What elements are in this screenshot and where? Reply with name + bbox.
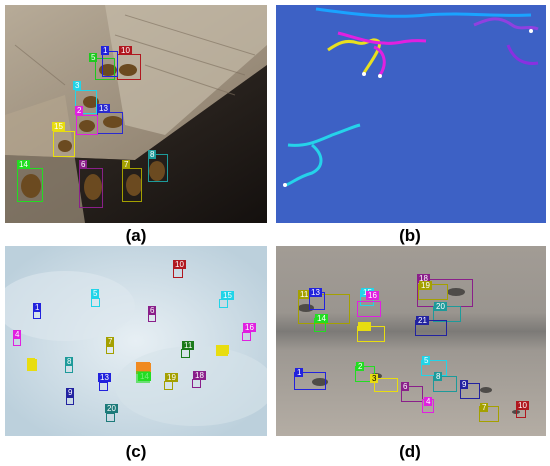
bbox-d-22 [357,326,385,342]
label-d-21: 21 [416,316,429,325]
bbox-d-9 [460,383,480,399]
bbox-label-6: 6 [79,160,88,169]
bbox-c-5 [91,298,100,307]
bbox-c-18 [192,379,201,388]
bbox-d-7 [479,406,499,422]
bbox-c-20 [106,413,115,422]
panel-a-background [5,5,267,223]
label-d-20: 20 [434,302,447,311]
bbox-c-1 [33,311,41,319]
label-d-6: 6 [401,382,410,391]
bbox-5 [95,58,115,80]
panel-d-background [276,246,546,436]
bbox-label-8: 8 [148,150,157,159]
bbox-d-20 [433,306,461,322]
label-d-1: 1 [295,368,304,377]
label-c-6: 6 [148,306,157,315]
caption-a: (a) [125,226,147,245]
label-c-11: 11 [182,341,195,350]
label-c-15: 15 [221,291,234,300]
bbox-3 [75,90,97,114]
bbox-c-7 [106,346,114,354]
bbox-c-9 [66,397,74,405]
bbox-c-4 [13,338,21,346]
label-d-4: 4 [424,397,433,406]
bbox-label-3: 3 [73,81,82,90]
bbox-6 [79,168,103,208]
label-c-16: 16 [243,323,256,332]
bbox-c-2 [27,359,37,371]
label-c-18: 18 [193,371,206,380]
label-c-10: 10 [173,260,186,269]
bbox-label-1: 1 [101,46,110,55]
bbox-d-6 [401,386,423,402]
bbox-d-8 [433,376,457,392]
caption-d: (d) [399,442,421,461]
bbox-c-16 [242,332,251,341]
bbox-label-15: 15 [52,122,65,131]
bbox-7 [122,168,142,202]
bbox-c-6 [148,314,156,322]
bbox-c-15 [219,299,228,308]
panel-d-helicopters: 11 13 14 15 16 22 18 19 20 21 1 2 3 5 6 … [276,246,546,436]
bbox-2 [76,115,98,135]
bbox-8 [148,154,168,182]
label-d-16: 16 [366,291,379,300]
bbox-15 [53,131,75,157]
label-d-13: 13 [309,288,322,297]
bbox-c-17 [216,346,228,356]
label-c-1: 1 [33,303,42,312]
label-d-22: 22 [358,322,371,331]
caption-b: (b) [399,226,421,245]
label-d-2: 2 [356,362,365,371]
bbox-label-2: 2 [75,106,84,115]
bbox-label-5: 5 [89,53,98,62]
panel-c-background [5,246,267,436]
label-d-10: 10 [516,401,529,410]
bbox-c-14 [136,371,150,383]
label-c-13: 13 [98,373,111,382]
label-c-19: 19 [165,373,178,382]
panel-b-trajectories [276,5,546,223]
bbox-14 [17,168,43,202]
bbox-c-8 [65,365,73,373]
bbox-c-19 [164,381,173,390]
caption-c: (c) [125,442,147,461]
bbox-d-3 [374,378,398,392]
panel-c-sky: 10 1 5 6 15 16 4 7 11 17 2 8 12 13 14 19… [5,246,267,436]
bbox-d-1 [294,372,326,390]
panel-b-birds [276,5,546,223]
label-d-5: 5 [422,356,431,365]
bbox-c-10 [173,268,183,278]
bbox-label-14: 14 [17,160,30,169]
bbox-c-13 [99,382,108,391]
label-d-14: 14 [315,314,328,323]
label-c-4: 4 [13,330,22,339]
label-d-7: 7 [480,403,489,412]
label-c-20: 20 [105,404,118,413]
bbox-label-13: 13 [97,104,110,113]
bbox-c-11 [181,349,190,358]
label-d-9: 9 [460,380,469,389]
bbox-1 [102,51,118,77]
label-d-8: 8 [434,372,443,381]
label-d-3: 3 [370,374,379,383]
label-d-18: 18 [417,274,430,283]
bbox-10 [117,54,141,80]
bbox-label-7: 7 [122,160,131,169]
bbox-d-21 [415,320,447,336]
label-c-9: 9 [66,388,75,397]
label-c-5: 5 [91,289,100,298]
bbox-d-16 [357,301,381,317]
panel-a-bees: 10 5 1 3 13 2 15 14 6 7 8 [5,5,267,223]
bbox-label-10: 10 [119,46,132,55]
label-d-11: 11 [298,290,311,299]
bbox-d-19 [418,284,448,300]
label-c-7: 7 [106,337,115,346]
label-d-19: 19 [419,281,432,290]
bbox-13 [97,112,123,134]
label-c-8: 8 [65,357,74,366]
